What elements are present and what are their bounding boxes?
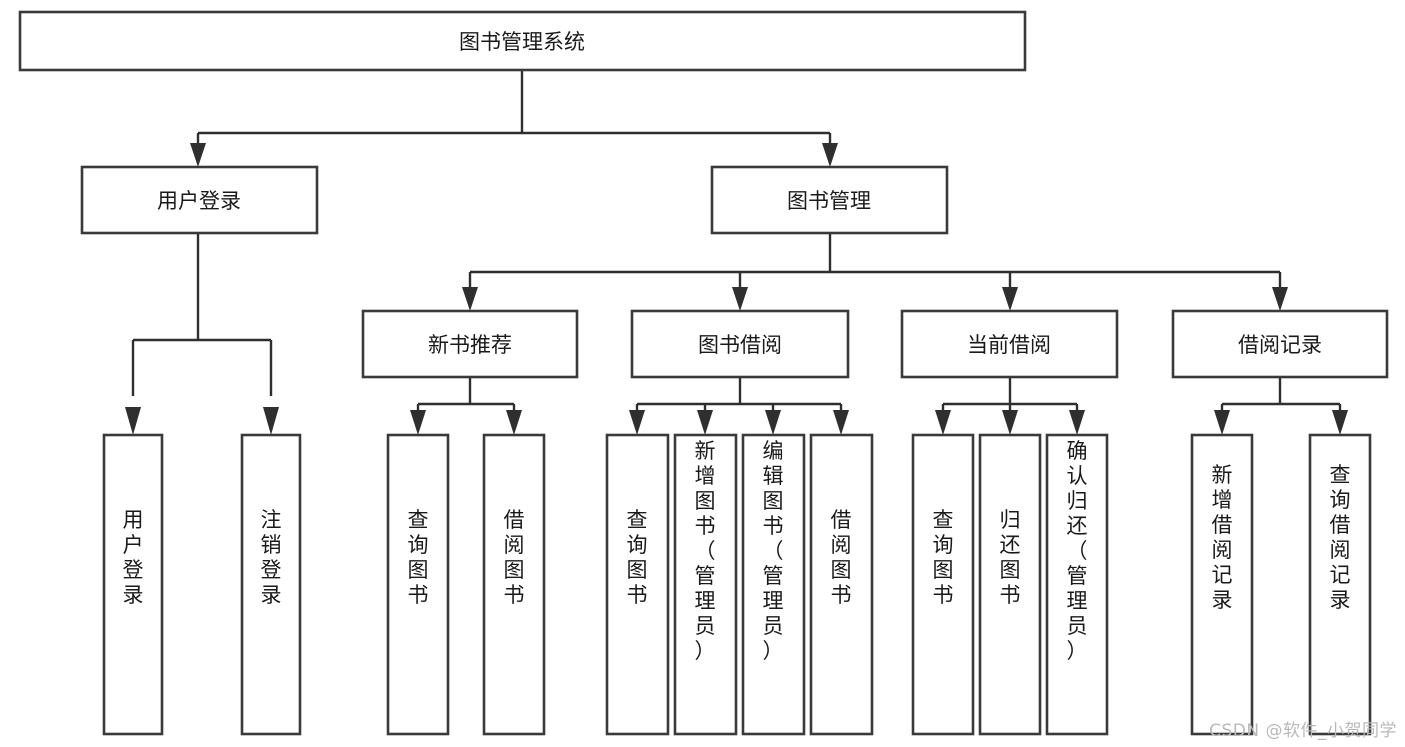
node-user-login-label: 用户登录 bbox=[157, 189, 241, 213]
node-leaf-11[interactable]: 确认归还（管理员） bbox=[1045, 433, 1109, 736]
node-leaf-11-label: 确认归还（管理员） bbox=[1067, 439, 1088, 663]
node-leaf-13-label: 查询借阅记录 bbox=[1330, 463, 1351, 612]
node-leaf-4[interactable]: 借阅图书 bbox=[482, 433, 546, 736]
arrow-to-leaf-8 bbox=[833, 410, 849, 435]
node-leaf-7[interactable]: 编辑图书（管理员） bbox=[741, 433, 806, 736]
node-borrow-record[interactable]: 借阅记录 bbox=[1171, 309, 1389, 379]
arrow-to-book-management bbox=[822, 143, 838, 167]
node-leaf-6[interactable]: 新增图书（管理员） bbox=[673, 433, 738, 736]
node-leaf-3[interactable]: 查询图书 bbox=[386, 433, 450, 736]
node-current-borrow[interactable]: 当前借阅 bbox=[900, 309, 1119, 379]
node-leaf-3-box[interactable] bbox=[386, 433, 450, 736]
node-root[interactable]: 图书管理系统 bbox=[18, 10, 1027, 72]
node-user-login-box[interactable] bbox=[80, 165, 319, 235]
node-leaf-8[interactable]: 借阅图书 bbox=[809, 433, 874, 736]
node-leaf-8-box[interactable] bbox=[809, 433, 874, 736]
node-current-borrow-box[interactable] bbox=[900, 309, 1119, 379]
arrow-to-new-book bbox=[462, 287, 478, 311]
node-leaf-12-label: 新增借阅记录 bbox=[1212, 463, 1233, 612]
arrow-to-leaf-10 bbox=[1002, 410, 1018, 435]
node-leaf-12-box[interactable] bbox=[1190, 433, 1254, 736]
node-leaf-1[interactable]: 用户登录 bbox=[102, 433, 164, 736]
node-leaf-6-label: 新增图书（管理员） bbox=[695, 439, 716, 663]
node-leaf-9[interactable]: 查询图书 bbox=[911, 433, 975, 736]
node-book-borrow[interactable]: 图书借阅 bbox=[630, 309, 850, 379]
node-leaf-9-label: 查询图书 bbox=[933, 508, 954, 607]
arrow-to-borrow-record bbox=[1272, 287, 1288, 311]
node-book-management-box[interactable] bbox=[710, 165, 949, 235]
connector-bookmgmt-to-level2 bbox=[468, 233, 1282, 296]
node-leaf-1-label: 用户登录 bbox=[123, 508, 144, 607]
arrow-to-leaf-3 bbox=[410, 410, 426, 435]
node-leaf-4-label: 借阅图书 bbox=[504, 508, 525, 607]
node-layer: 图书管理系统 用户登录 图书管理 新书推荐 图书借阅 当前 bbox=[18, 10, 1389, 736]
node-book-borrow-label: 图书借阅 bbox=[698, 333, 782, 357]
arrow-to-book-borrow bbox=[732, 287, 748, 311]
node-leaf-5-box[interactable] bbox=[605, 433, 670, 736]
node-root-label: 图书管理系统 bbox=[459, 30, 585, 54]
node-leaf-13-box[interactable] bbox=[1308, 433, 1372, 736]
node-leaf-6-box[interactable] bbox=[673, 433, 738, 736]
node-leaf-13[interactable]: 查询借阅记录 bbox=[1308, 433, 1372, 736]
connector-record-to-leaves bbox=[1220, 377, 1342, 412]
node-borrow-record-label: 借阅记录 bbox=[1238, 333, 1322, 357]
arrow-to-leaf-12 bbox=[1214, 410, 1230, 435]
node-book-borrow-box[interactable] bbox=[630, 309, 850, 379]
node-leaf-11-box[interactable] bbox=[1045, 433, 1109, 736]
node-user-login[interactable]: 用户登录 bbox=[80, 165, 319, 235]
node-leaf-3-label: 查询图书 bbox=[408, 508, 429, 607]
node-leaf-8-label: 借阅图书 bbox=[831, 508, 852, 607]
csdn-watermark: CSDN @软件_小贺同学 bbox=[1209, 721, 1397, 741]
arrow-to-leaf-9 bbox=[935, 410, 951, 435]
node-new-book-recommend[interactable]: 新书推荐 bbox=[361, 309, 579, 379]
node-leaf-10[interactable]: 归还图书 bbox=[978, 433, 1042, 736]
node-root-box[interactable] bbox=[18, 10, 1027, 72]
connector-current-to-leaves bbox=[941, 377, 1079, 412]
node-leaf-12[interactable]: 新增借阅记录 bbox=[1190, 433, 1254, 736]
connector-login-to-leaves bbox=[131, 233, 273, 396]
arrow-to-leaf-7 bbox=[765, 410, 781, 435]
arrow-to-leaf-4 bbox=[506, 410, 522, 435]
node-new-book-recommend-box[interactable] bbox=[361, 309, 579, 379]
connector-borrow-to-leaves bbox=[635, 377, 843, 412]
connector-layer bbox=[125, 70, 1348, 435]
arrow-to-leaf-1 bbox=[125, 407, 141, 435]
arrow-to-leaf-5 bbox=[629, 410, 645, 435]
node-book-management-label: 图书管理 bbox=[787, 189, 871, 213]
node-leaf-2-box[interactable] bbox=[240, 433, 302, 736]
arrow-to-leaf-6 bbox=[697, 410, 713, 435]
arrow-to-leaf-2 bbox=[263, 407, 279, 435]
node-leaf-10-label: 归还图书 bbox=[1000, 508, 1021, 607]
node-leaf-10-box[interactable] bbox=[978, 433, 1042, 736]
node-leaf-2-label: 注销登录 bbox=[261, 508, 282, 607]
node-leaf-9-box[interactable] bbox=[911, 433, 975, 736]
node-borrow-record-box[interactable] bbox=[1171, 309, 1389, 379]
node-new-book-recommend-label: 新书推荐 bbox=[428, 333, 512, 357]
arrow-to-leaf-11 bbox=[1069, 410, 1085, 435]
arrow-to-leaf-13 bbox=[1332, 410, 1348, 435]
node-leaf-4-box[interactable] bbox=[482, 433, 546, 736]
node-leaf-1-box[interactable] bbox=[102, 433, 164, 736]
arrow-to-current-borrow bbox=[1002, 287, 1018, 311]
node-book-management[interactable]: 图书管理 bbox=[710, 165, 949, 235]
node-leaf-7-box[interactable] bbox=[741, 433, 806, 736]
node-leaf-5-label: 查询图书 bbox=[627, 508, 648, 607]
node-leaf-2[interactable]: 注销登录 bbox=[240, 433, 302, 736]
arrow-to-user-login bbox=[190, 143, 206, 167]
node-leaf-5[interactable]: 查询图书 bbox=[605, 433, 670, 736]
node-leaf-7-label: 编辑图书（管理员） bbox=[763, 439, 784, 663]
node-current-borrow-label: 当前借阅 bbox=[967, 333, 1051, 357]
connector-root-to-level1 bbox=[196, 70, 832, 152]
connector-newbook-to-leaves bbox=[416, 377, 516, 412]
